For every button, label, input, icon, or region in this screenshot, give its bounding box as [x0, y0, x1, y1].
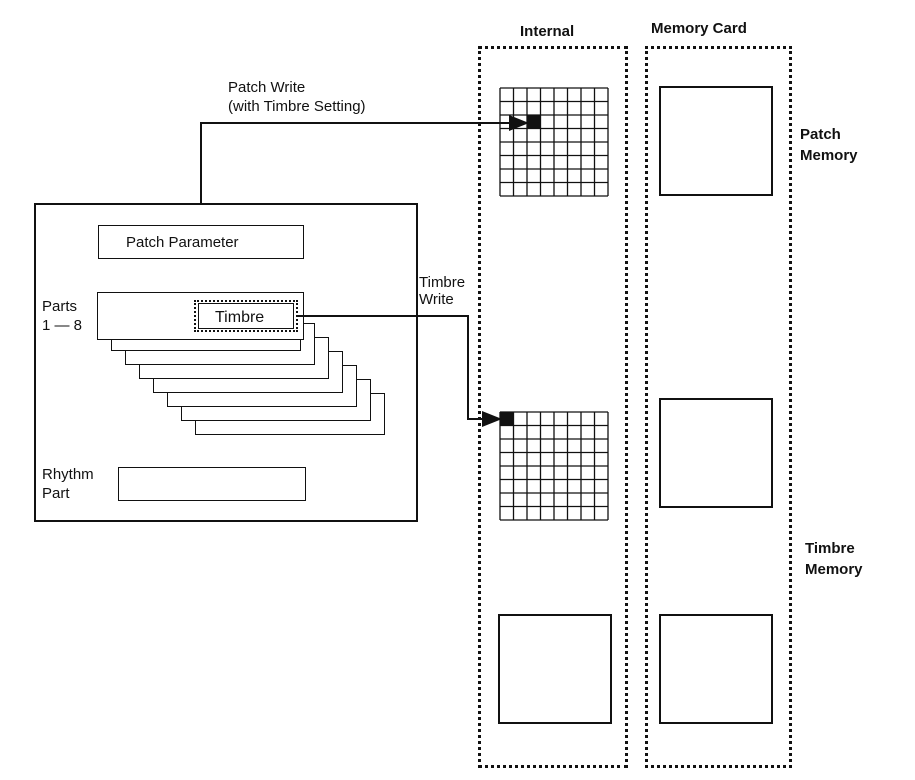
memory-card-patch-box — [659, 86, 773, 196]
patch-grid-selected-cell — [527, 115, 540, 128]
memory-card-timbre-box-1 — [659, 398, 773, 508]
internal-column-header: Internal — [520, 23, 575, 40]
internal-patch-grid — [499, 87, 609, 197]
internal-timbre-box-2 — [498, 614, 612, 724]
patch-memory-label: Patch — [800, 126, 841, 143]
patch-write-arrow — [200, 115, 529, 203]
internal-column — [478, 46, 628, 768]
timbre-grid-selected-cell — [500, 412, 513, 425]
rhythm-label: Rhythm — [42, 466, 94, 483]
parts-range-label: 1 — 8 — [42, 317, 83, 334]
timbre-write-label: Timbre — [419, 274, 466, 291]
rhythm-part-box — [118, 467, 306, 501]
timbre-box — [198, 303, 294, 329]
memory-card-column-header: Memory Card — [651, 20, 747, 37]
patch-write-sublabel: (with Timbre Setting) — [228, 98, 366, 115]
timbre-write-sublabel: Write — [419, 291, 454, 308]
timbre-label: Timbre — [215, 309, 265, 326]
timbre-memory-sublabel: Memory — [805, 561, 863, 578]
memory-card-timbre-box-2 — [659, 614, 773, 724]
patch-write-label: Patch Write — [228, 79, 306, 96]
patch-parameter-box — [98, 225, 304, 259]
timbre-memory-label: Timbre — [805, 540, 855, 557]
patch-memory-sublabel: Memory — [800, 147, 858, 164]
memory-card-column — [645, 46, 792, 768]
timbre-write-arrow — [298, 315, 502, 427]
internal-timbre-grid — [499, 411, 609, 521]
rhythm-part-label: Part — [42, 485, 70, 502]
patch-parameter-label: Patch Parameter — [126, 234, 239, 251]
parts-label: Parts — [42, 298, 78, 315]
